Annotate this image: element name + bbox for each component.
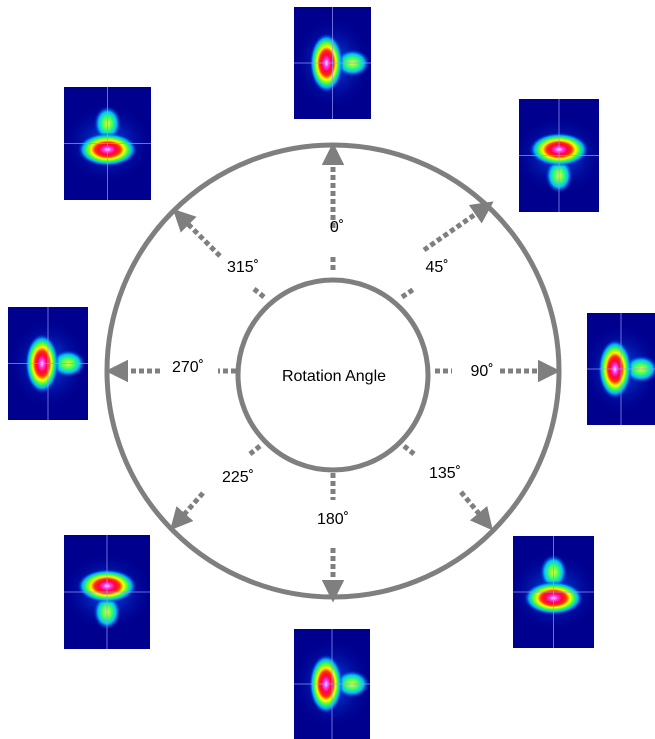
angle-labels: 0˚ 45˚ 90˚ 135˚ 180˚ 225˚ 270˚ 315˚ [172,219,494,528]
angle-label: 180˚ [317,511,349,528]
angle-label: 225˚ [222,469,254,486]
beam-profile-45 [519,99,599,212]
inner-ring [235,277,431,473]
arrow-45 [422,201,494,253]
beam-profile-90 [587,313,655,425]
angle-label: 270˚ [172,359,204,376]
angle-label: 0˚ [330,219,344,236]
beam-profile-180 [294,629,370,739]
arrow-tail-45 [400,286,416,300]
arrow-tail-225 [248,444,262,456]
beam-profile-270 [8,307,88,420]
arrow-315 [172,208,222,258]
center-label: Rotation Angle [282,368,386,385]
arrow-tail-135 [402,444,416,456]
arrow-tail-315 [252,287,266,299]
beam-profile-images [8,7,655,739]
angle-label: 45˚ [425,259,448,276]
beam-profile-225 [64,535,150,649]
beam-profile-135 [513,536,594,648]
angle-label: 315˚ [227,259,259,276]
angle-label: 135˚ [429,465,461,482]
direction-arrows [105,142,561,603]
arrow-135 [459,490,493,531]
beam-profile-315 [64,87,151,200]
arrow-225 [170,491,205,531]
angle-label: 90˚ [470,363,493,380]
beam-profile-0 [294,7,371,119]
